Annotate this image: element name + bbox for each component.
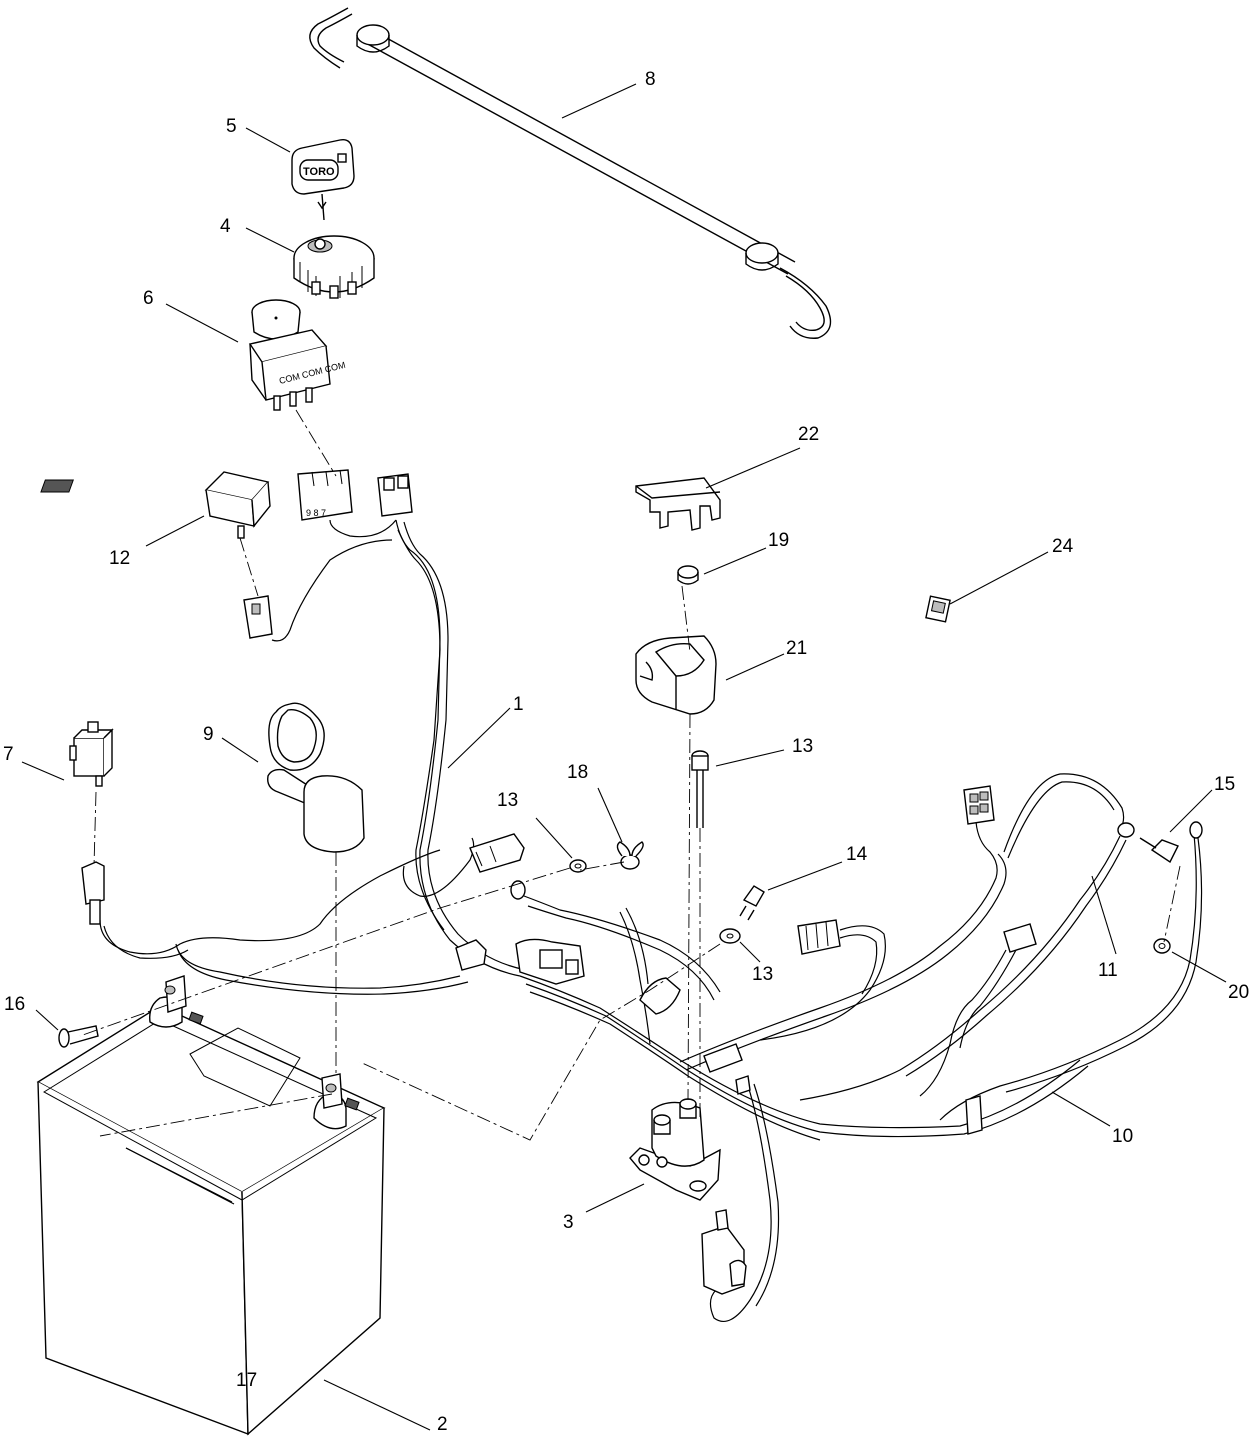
bolt-16-part: [1139, 837, 1179, 864]
callout-14: 13: [792, 736, 813, 757]
callout-24: 24: [1052, 536, 1074, 557]
callout-23: 22: [798, 424, 819, 445]
wing-nut-part: [616, 841, 644, 870]
callout-10: 10: [1112, 1126, 1133, 1147]
callout-2: 2: [437, 1414, 448, 1435]
nut-21-part: [1153, 938, 1171, 954]
callout-12: 12: [109, 548, 130, 569]
bolt-part: [691, 750, 709, 828]
callout-15: 14: [846, 844, 868, 865]
key-tag-text: TORO: [303, 166, 335, 178]
callout-1: 1: [513, 694, 524, 715]
callout-18: 17: [236, 1370, 257, 1391]
leader-lines: [21, 83, 1227, 1431]
relay-part: [69, 721, 114, 787]
callout-6: 6: [143, 288, 154, 309]
wiring-harness-part: 9 8 7: [81, 469, 1203, 1322]
callout-19: 18: [567, 762, 588, 783]
callout-9: 9: [203, 724, 214, 745]
callout-20: 19: [768, 530, 789, 551]
connector-pins-text: 9 8 7: [306, 508, 326, 518]
terminal-boot-part: [267, 702, 365, 853]
callout-22: 21: [786, 638, 807, 659]
connector-clip-part: [925, 595, 951, 623]
key-part: TORO: [291, 138, 355, 221]
pto-switch-part: COM COM COM: [248, 299, 346, 411]
callout-16: 15: [1214, 774, 1235, 795]
callout-21: 20: [1228, 982, 1249, 1003]
callout-13-lower: 13: [752, 964, 773, 985]
callout-11: 11: [1098, 960, 1118, 981]
cover-base-part: [635, 635, 717, 715]
cover-part: [635, 477, 721, 531]
callouts: 8 5 4 6 12 1 9 7 13 18 22 19 21 13 14 13…: [3, 69, 1249, 1435]
ignition-switch-part: [293, 235, 375, 299]
callout-5: 5: [226, 116, 237, 137]
callout-4: 4: [220, 216, 231, 237]
bolt-17-part: [58, 1025, 99, 1048]
callout-7: 7: [3, 744, 14, 765]
washer-part: [569, 859, 741, 944]
callout-17: 16: [4, 994, 25, 1015]
solenoid-part: [629, 1098, 721, 1201]
battery-part: [36, 975, 386, 1436]
hanger-rod-part: [309, 7, 832, 339]
callout-8: 8: [645, 69, 656, 90]
callout-13-upper: 13: [497, 790, 518, 811]
callout-3: 3: [563, 1212, 574, 1233]
nut-part: [677, 565, 699, 585]
screw-part: [739, 885, 765, 921]
rocker-switch-part: [40, 471, 271, 539]
alignment-lines: [79, 409, 1181, 1141]
